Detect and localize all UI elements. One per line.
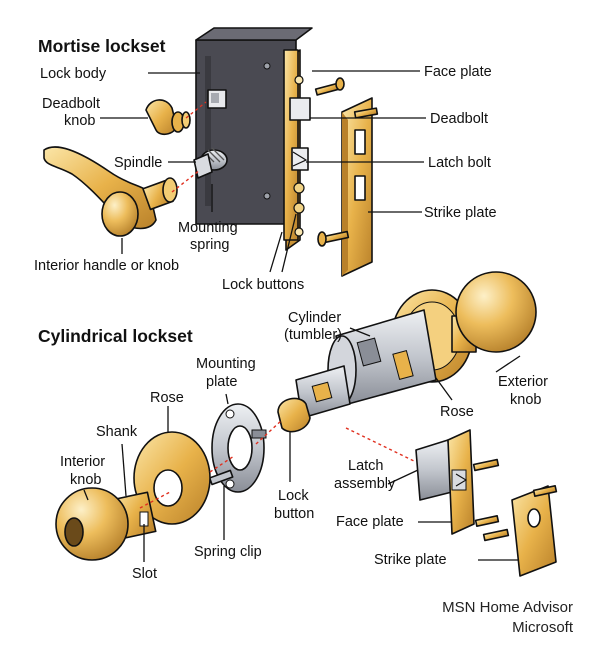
label-rose-interior: Rose	[150, 390, 184, 406]
exterior-knob	[451, 271, 537, 353]
label-strike-plate-cylindrical: Strike plate	[374, 552, 447, 568]
mortise-face-plate-screw	[314, 77, 345, 96]
label-lock-buttons: Lock buttons	[222, 277, 304, 293]
interior-handle	[43, 146, 178, 237]
label-deadbolt-knob-line2: knob	[64, 113, 95, 129]
label-deadbolt-knob-line1: Deadbolt	[42, 96, 100, 112]
mortise-strike-plate	[341, 97, 373, 277]
mortise-deadbolt-dashline	[185, 101, 207, 119]
cylindrical-dashlines	[139, 419, 417, 509]
label-slot: Slot	[132, 566, 157, 582]
credit-line2: Microsoft	[512, 619, 574, 636]
mortise-lockset-title: Mortise lockset	[38, 36, 166, 56]
label-face-plate-mortise: Face plate	[424, 64, 492, 80]
spring-clip	[208, 469, 234, 486]
label-cylinder-line1: Cylinder	[288, 310, 341, 326]
credit-line1: MSN Home Advisor	[442, 599, 573, 616]
label-lock-button-line1: Lock	[278, 488, 309, 504]
label-mounting-plate-line2: plate	[206, 374, 237, 390]
mortise-deadbolt-hub	[207, 89, 227, 109]
mortise-spindle	[193, 147, 228, 179]
label-face-plate-cylindrical: Face plate	[336, 514, 404, 530]
label-interior-handle: Interior handle or knob	[34, 258, 179, 274]
label-rose-exterior: Rose	[440, 404, 474, 420]
label-shank: Shank	[96, 424, 138, 440]
label-mounting-spring-line2: spring	[190, 237, 230, 253]
label-interior-knob-line1: Interior	[60, 454, 105, 470]
label-mounting-plate-line1: Mounting	[196, 356, 256, 372]
cylinder-shaft	[295, 365, 351, 419]
deadbolt-knob	[145, 99, 191, 136]
label-lock-body: Lock body	[40, 66, 107, 82]
label-spindle: Spindle	[114, 155, 162, 171]
label-spring-clip: Spring clip	[194, 544, 262, 560]
label-cylinder-line2: (tumbler)	[284, 327, 342, 343]
label-exterior-knob-line2: knob	[510, 392, 541, 408]
cylindrical-leaders	[83, 327, 521, 562]
label-deadbolt: Deadbolt	[430, 111, 488, 127]
label-strike-plate-mortise: Strike plate	[424, 205, 497, 221]
cylindrical-lockset-title: Cylindrical lockset	[38, 326, 193, 346]
cylindrical-strike-plate	[482, 484, 558, 577]
mortise-face-plate	[283, 49, 311, 251]
label-latch-assembly-line2: assembly	[334, 476, 396, 492]
mortise-leaders	[100, 70, 426, 273]
label-exterior-knob-line1: Exterior	[498, 374, 548, 390]
interior-knob	[55, 487, 157, 561]
label-mounting-spring-line1: Mounting	[178, 220, 238, 236]
mounting-plate	[211, 403, 267, 493]
label-lock-button-line2: button	[274, 506, 314, 522]
latch-assembly	[415, 429, 500, 535]
mortise-strike-screws	[317, 107, 379, 247]
label-interior-knob-line2: knob	[70, 472, 101, 488]
label-latch-assembly-line1: Latch	[348, 458, 383, 474]
label-latch-bolt: Latch bolt	[428, 155, 491, 171]
lock-button	[277, 397, 311, 433]
